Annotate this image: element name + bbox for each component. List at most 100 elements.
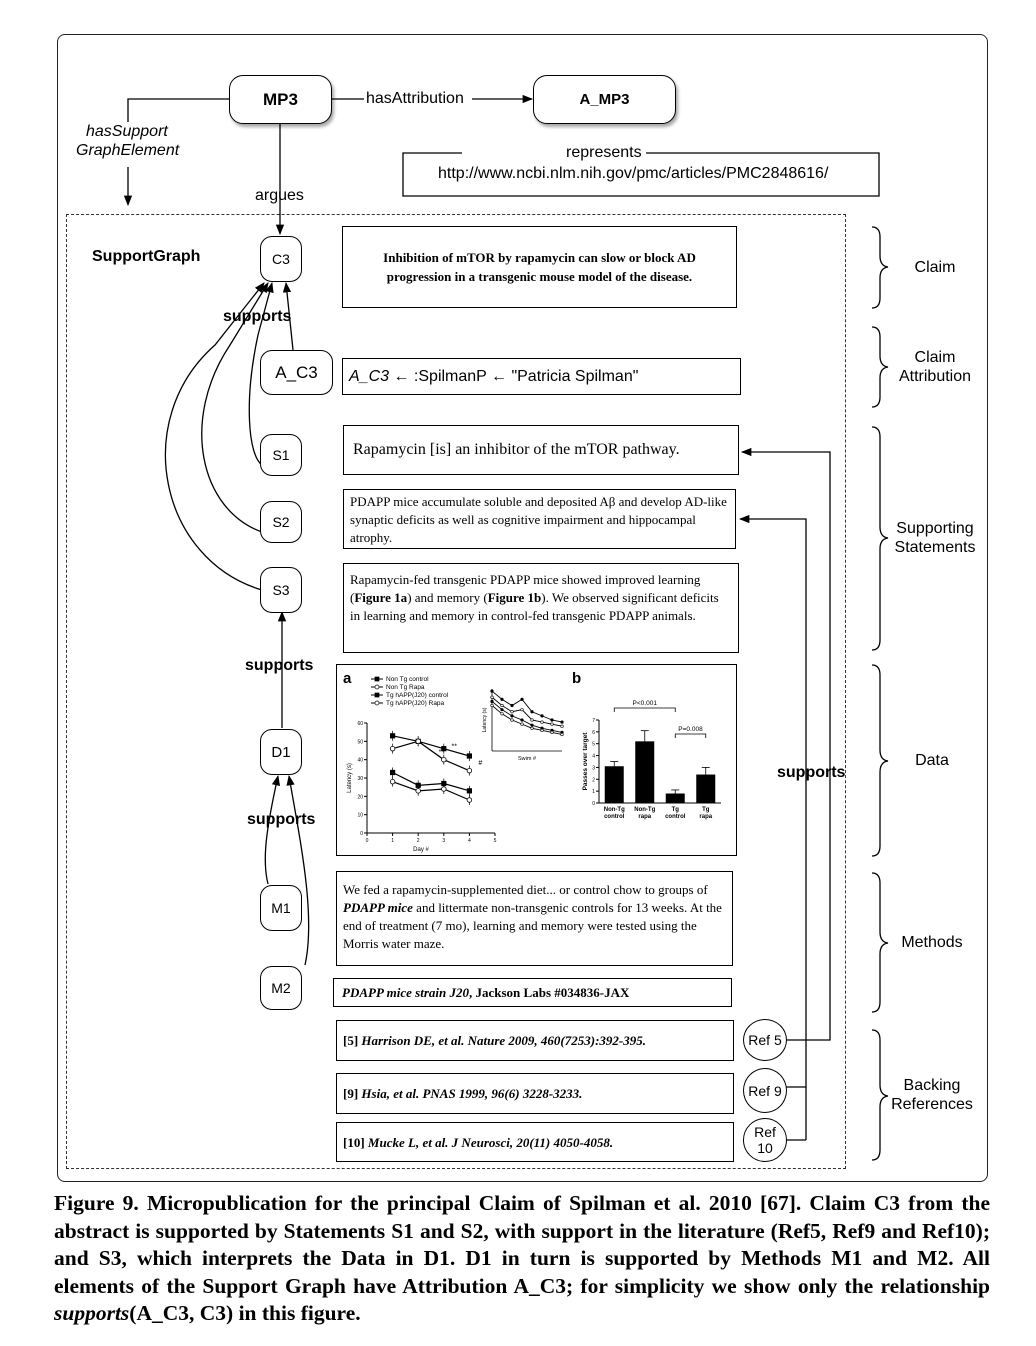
brace-backing	[871, 1029, 889, 1161]
support-graph-region	[66, 214, 846, 1169]
inset-point	[560, 720, 564, 724]
inset-point	[530, 710, 534, 714]
supports-label-refs: supports	[777, 764, 846, 781]
s1-node[interactable]: S1	[260, 434, 302, 476]
inset-point	[520, 697, 524, 701]
panel-a-series-line	[392, 771, 470, 792]
inset-point	[510, 718, 514, 722]
label-claim-attribution-1: Claim	[914, 349, 956, 366]
m2-box: PDAPP mice strain J20, Jackson Labs #034…	[333, 978, 732, 1007]
panel-a-point	[466, 767, 473, 774]
panel-a-legend-marker	[374, 684, 380, 690]
inset-point	[530, 718, 534, 722]
panel-a-y-tick-label: 10	[357, 813, 363, 819]
panel-b-bracket	[613, 707, 676, 712]
ref9-text: Hsia, et al. PNAS 1999, 96(6) 3228-3233.	[361, 1086, 583, 1101]
d1-node[interactable]: D1	[260, 729, 302, 775]
panel-b-label: b	[572, 670, 581, 687]
represents-url[interactable]: http://www.ncbi.nlm.nih.gov/pmc/articles…	[438, 165, 829, 182]
panel-a-annotation: #	[478, 760, 482, 767]
panel-a-x-tick-label: 0	[366, 838, 369, 844]
panel-a-legend-label: Tg hAPP(J20) control	[386, 692, 449, 699]
inset-point	[500, 712, 504, 716]
figure-frame	[57, 34, 988, 1182]
panel-a-x-tick-label: 3	[442, 838, 445, 844]
ref10-node[interactable]: Ref 10	[743, 1118, 787, 1162]
panel-a-legend-label: Non Tg Rapa	[386, 684, 425, 691]
panel-a-y-tick-label: 0	[360, 831, 363, 837]
panel-a-x-tick-label: 5	[494, 838, 497, 844]
panel-b-y-tick-label: 2	[592, 777, 595, 783]
label-claim-attribution-2: Attribution	[898, 368, 972, 385]
inset-point	[530, 726, 534, 730]
panel-a-y-tick-label: 30	[357, 776, 363, 782]
ref9-node[interactable]: Ref 9	[743, 1068, 787, 1113]
panel-a-point	[415, 738, 421, 745]
brace-methods	[871, 872, 889, 1013]
panel-a-y-tick-label: 40	[357, 758, 363, 764]
m2-node[interactable]: M2	[260, 966, 302, 1010]
panel-a-x-tick-label: 4	[468, 838, 471, 844]
panel-a-x-tick-label: 1	[391, 838, 394, 844]
ref9-num: [9]	[343, 1086, 359, 1101]
label-supporting-1: Supporting	[896, 520, 974, 537]
panel-b-y-tick-label: 1	[592, 789, 595, 795]
inset-point	[540, 720, 544, 724]
panel-a-point	[466, 797, 473, 803]
s3-text-2: ) and memory (	[407, 590, 488, 605]
ref5-node[interactable]: Ref 5	[743, 1019, 787, 1061]
caption-text-1: Figure 9. Micropublication for the princ…	[54, 1191, 990, 1298]
panel-a-x-tick-label: 2	[417, 838, 420, 844]
panel-a-point	[466, 788, 472, 794]
label-supporting-2: Statements	[894, 539, 976, 556]
panel-a-annotation: **	[439, 749, 445, 756]
inset-point	[520, 722, 524, 726]
panel-b-bar	[696, 774, 716, 803]
inset-point	[510, 703, 514, 708]
panel-a-legend-marker	[374, 700, 380, 706]
panel-a-point	[441, 746, 447, 752]
panel-a-y-tick-label: 60	[357, 721, 363, 727]
m1-node[interactable]: M1	[260, 885, 302, 931]
brace-claim	[871, 226, 889, 309]
inset-x-axis-label: Swim #	[518, 756, 537, 762]
caption-text-2: (A_C3, C3) in this figure.	[129, 1301, 361, 1325]
panel-a-legend-label: Tg hAPP(J20) Rapa	[386, 700, 445, 707]
attribution-text: ← :SpilmanP ← "Patricia Spilman"	[389, 368, 639, 385]
inset-point	[500, 697, 504, 701]
a-mp3-node[interactable]: A_MP3	[533, 75, 676, 124]
s3-fig1a: Figure 1a	[354, 590, 408, 605]
panel-a-x-axis-label: Day #	[413, 847, 429, 853]
mp3-node[interactable]: MP3	[229, 75, 332, 124]
a-c3-node[interactable]: A_C3	[260, 350, 333, 395]
label-backing-1: Backing	[903, 1077, 961, 1094]
inset-series-line	[491, 705, 563, 735]
inset-point	[520, 718, 524, 722]
s3-node[interactable]: S3	[260, 567, 302, 613]
inset-point	[520, 708, 524, 712]
s1-box: Rapamycin [is] an inhibitor of the mTOR …	[343, 425, 739, 475]
panel-a-point	[390, 733, 396, 739]
edge-ref9-s2	[738, 514, 807, 1088]
panel-b-category-label: rapa	[638, 814, 651, 820]
supports-label-s3: supports	[245, 657, 314, 674]
panel-a-point	[415, 788, 421, 794]
supports-label-d1: supports	[247, 811, 316, 828]
c3-node[interactable]: C3	[260, 236, 302, 282]
panel-a-label: a	[343, 670, 352, 687]
panel-b-bar	[604, 766, 624, 803]
panel-b-y-tick-label: 5	[592, 742, 595, 748]
s3-text-1: Rapamycin-fed transgenic PDAPP mice show…	[350, 572, 701, 605]
inset-point	[560, 732, 564, 737]
panel-b-bar	[635, 741, 655, 803]
panel-b-category-label: Tg	[672, 807, 680, 813]
represents-label: represents	[566, 144, 642, 161]
panel-a-legend-marker	[374, 676, 380, 682]
panel-b-category-label: rapa	[699, 814, 712, 820]
panel-b-category-label: Tg	[702, 807, 710, 813]
edge-has-support-top	[127, 98, 230, 122]
s2-node[interactable]: S2	[260, 501, 302, 543]
has-support-label-1: hasSupport	[86, 123, 168, 140]
